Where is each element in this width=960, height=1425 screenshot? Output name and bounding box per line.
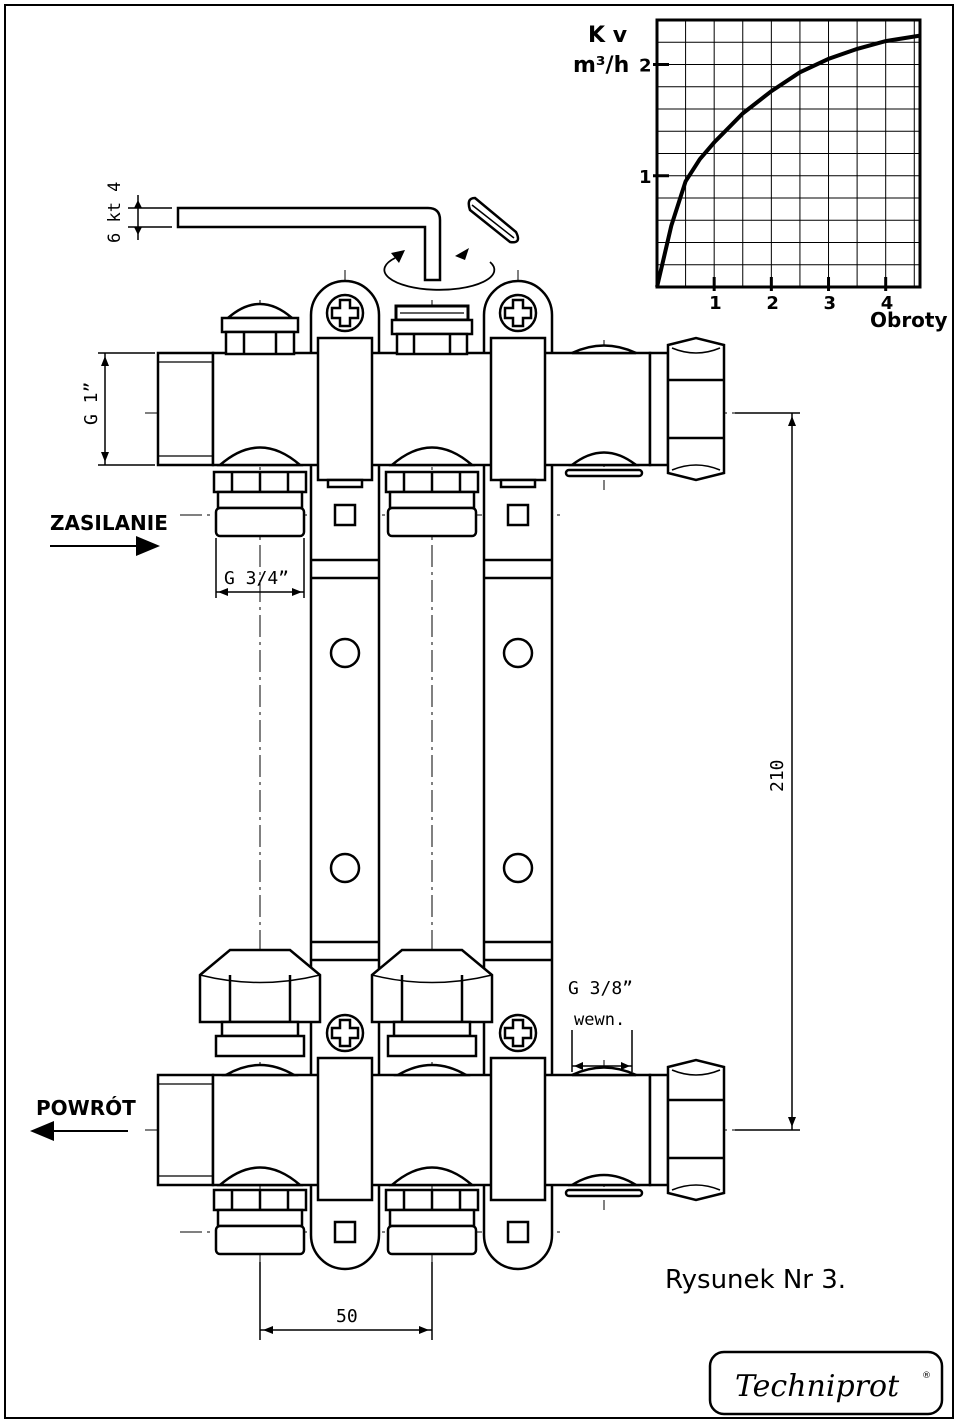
graph-grid	[657, 20, 920, 287]
vent-thread-note: wewn.	[574, 1010, 625, 1030]
supply-end-nut	[666, 336, 726, 482]
brand-name: Techniprot	[735, 1369, 900, 1404]
balancing-cap	[198, 948, 322, 1077]
bracket-right	[482, 279, 554, 1271]
arrow-right-icon	[50, 536, 160, 556]
pitch-dimension-label: 50	[336, 1306, 358, 1327]
main-thread-label: G 1”	[81, 382, 102, 425]
dimension-vent-thread	[571, 1030, 633, 1072]
graph-unit-kv: K v	[588, 23, 628, 48]
mount-hole	[502, 637, 534, 669]
rotation-arrow-icon	[383, 257, 496, 291]
screw-icon	[498, 293, 538, 333]
graph-tick-labels: 1 2 3 4 1 2	[639, 56, 893, 315]
balancing-cap	[370, 948, 494, 1077]
x-tick-label: 2	[766, 293, 779, 314]
hex-key-size-label: 6 kt 4	[105, 182, 125, 243]
return-label: POWRÓT	[36, 1096, 136, 1120]
screw-icon	[498, 1013, 538, 1053]
x-tick-label: 3	[824, 293, 837, 314]
outlet-thread-label: G 3/4”	[224, 568, 289, 589]
dimension-main-thread	[98, 352, 155, 466]
bracket-left	[309, 279, 381, 1271]
supply-label: ZASILANIE	[50, 511, 168, 535]
graph-ticks	[653, 63, 888, 291]
registered-mark: ®	[922, 1371, 931, 1381]
brand-logo: Techniprot ®	[708, 1350, 944, 1416]
figure-caption: Rysunek Nr 3.	[665, 1265, 846, 1295]
mount-hole	[329, 637, 361, 669]
dimension-pitch	[259, 1262, 433, 1340]
y-tick-label: 1	[639, 167, 652, 188]
screw-icon	[325, 293, 365, 333]
arrow-left-icon	[30, 1121, 128, 1141]
graph-unit-m3h: m³/h	[573, 53, 629, 78]
dimension-height	[735, 412, 800, 1131]
x-tick-label: 1	[709, 293, 722, 314]
dimension-outlet-thread	[215, 538, 305, 598]
drawing-frame	[4, 4, 954, 1419]
x-tick-label: 4	[881, 293, 894, 314]
mount-hole	[502, 852, 534, 884]
hex-key-group: 6 kt 4	[105, 182, 520, 291]
mount-hole	[329, 852, 361, 884]
vent-thread-label: G 3/8”	[568, 978, 633, 999]
hex-key-icon	[176, 206, 442, 282]
return-end-nut	[666, 1058, 726, 1202]
screw-heads	[325, 293, 538, 1053]
graph-x-label: Obroty	[870, 308, 948, 332]
supply-manifold	[156, 302, 726, 538]
height-dimension-label: 210	[767, 759, 788, 792]
y-tick-label: 2	[639, 56, 652, 77]
return-manifold	[156, 948, 726, 1256]
kv-curve	[655, 33, 921, 288]
kv-graph: 1 2 3 4 1 2 K v m³/h Obroty	[573, 18, 948, 332]
screw-icon	[325, 1013, 365, 1053]
